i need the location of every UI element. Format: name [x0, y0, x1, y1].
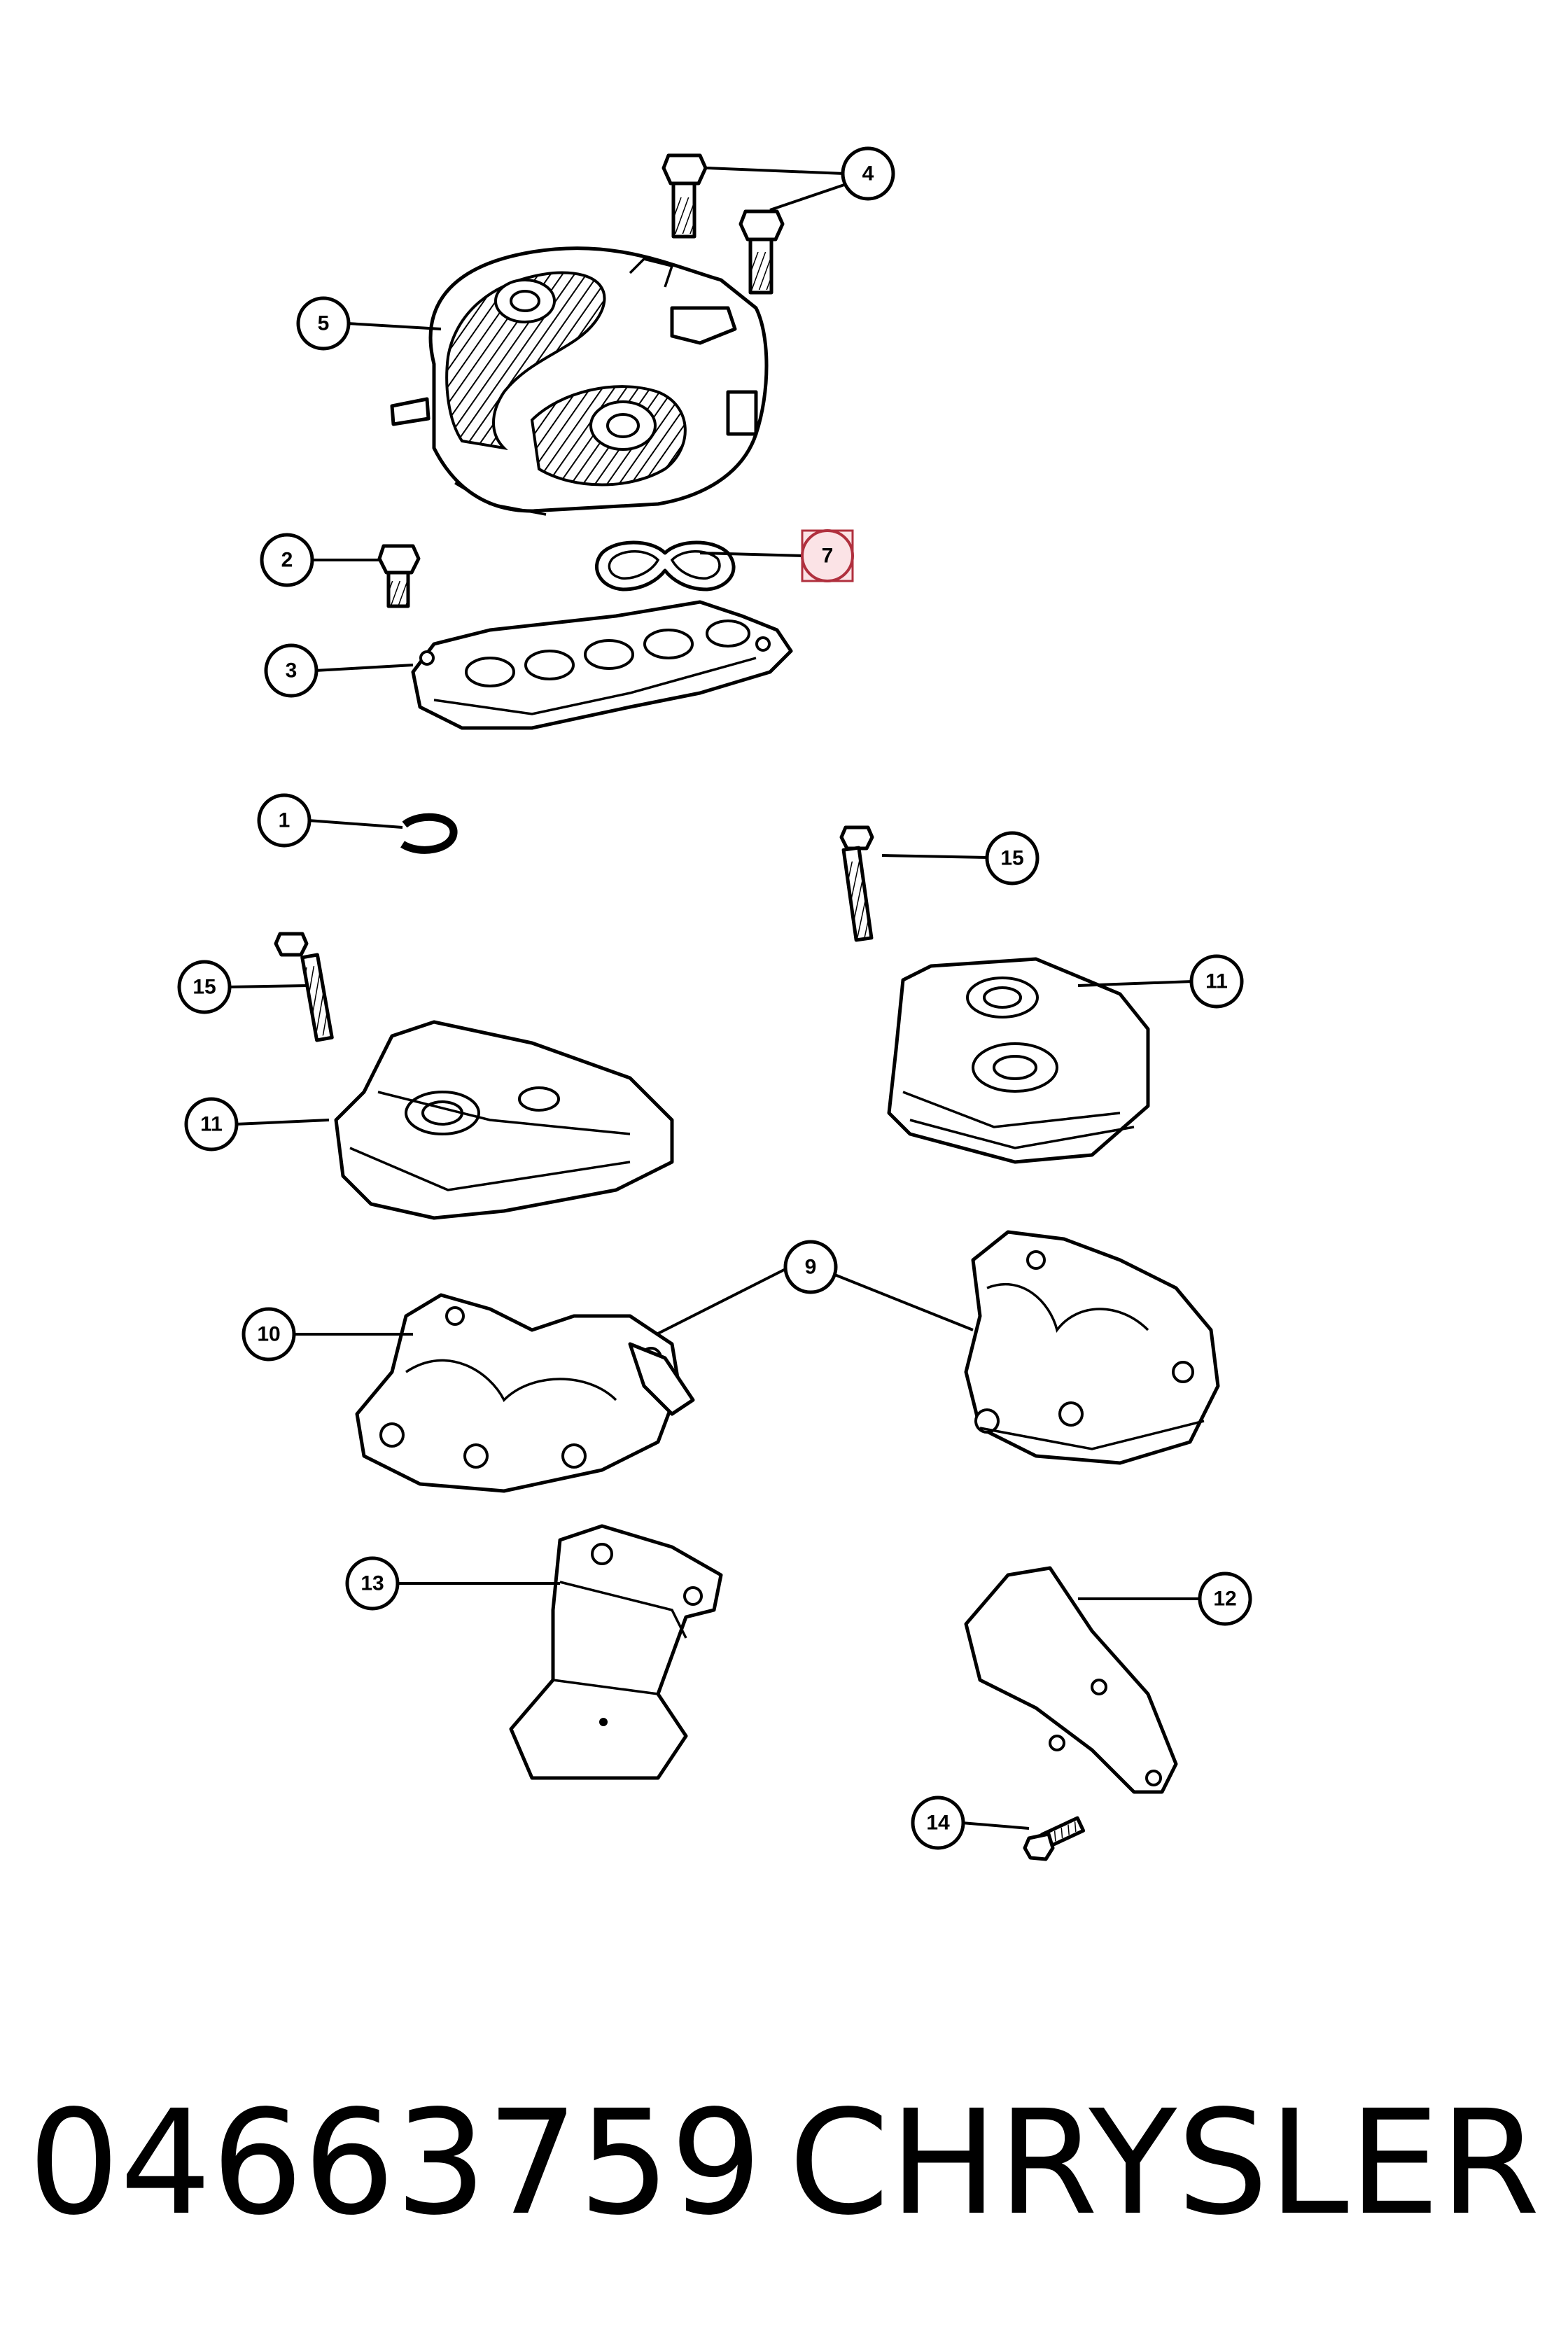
callout-13: 13	[345, 1556, 400, 1611]
bolt-part-4b	[738, 209, 785, 295]
bolt-part-4a	[662, 153, 708, 239]
callout-12: 12	[1198, 1572, 1252, 1626]
callout-circle	[801, 529, 854, 582]
callout-number: 10	[257, 1323, 280, 1346]
callout-3: 3	[264, 643, 318, 698]
callout-15: 15	[177, 960, 232, 1014]
callout-circle	[177, 960, 232, 1014]
ring-part-1	[400, 813, 458, 854]
bracket-part-13	[509, 1524, 723, 1780]
heat-shield-part-11-right	[887, 957, 1150, 1164]
callout-labels: 4 5 2 7 3 1 15 15 11 11 9 10 13 12 14	[177, 146, 1252, 1850]
exhaust-manifold-part-9	[964, 1230, 1220, 1465]
callout-circle	[985, 831, 1040, 886]
callout-number: 2	[281, 549, 293, 572]
part-number: 04663759	[28, 2079, 762, 2247]
callout-2: 2	[260, 533, 314, 587]
callout-number: 11	[200, 1113, 223, 1136]
callout-4: 4	[841, 146, 895, 201]
shield-part-12	[964, 1566, 1178, 1794]
exhaust-manifold-part-10	[355, 1293, 695, 1493]
callout-circle	[257, 793, 312, 848]
bolt-part-14	[1023, 1816, 1086, 1861]
callout-circle	[184, 1097, 239, 1152]
leader-lines	[227, 167, 1201, 1830]
callout-number: 9	[805, 1256, 817, 1279]
callout-circle	[1198, 1572, 1252, 1626]
callout-number: 7	[822, 545, 834, 568]
callout-11: 11	[184, 1097, 239, 1152]
callout-11: 11	[1189, 954, 1244, 1009]
callout-number: 14	[926, 1812, 950, 1835]
callout-number: 12	[1213, 1588, 1236, 1611]
callout-circle	[1189, 954, 1244, 1009]
callout-number: 15	[1000, 847, 1023, 870]
callout-circle	[841, 146, 895, 201]
bolt-part-2	[377, 544, 421, 608]
intake-manifold-part-3	[411, 600, 793, 730]
intake-plenum-part-5	[390, 246, 769, 516]
callout-10: 10	[241, 1307, 296, 1362]
callout-number: 11	[1205, 970, 1228, 993]
callout-14: 14	[911, 1795, 965, 1850]
callout-number: 1	[279, 809, 290, 832]
gasket-part-7	[595, 540, 736, 592]
callout-circle	[241, 1307, 296, 1362]
stud-part-15-left	[274, 932, 334, 1042]
callout-1: 1	[257, 793, 312, 848]
callout-circle	[260, 533, 314, 587]
callout-circle	[264, 643, 318, 698]
callout-9: 9	[783, 1240, 838, 1294]
callout-5: 5	[296, 296, 351, 351]
callout-15: 15	[985, 831, 1040, 886]
callout-7: 7	[801, 529, 854, 582]
callout-circle	[345, 1556, 400, 1611]
callout-circle	[783, 1240, 838, 1294]
callout-circle	[911, 1795, 965, 1850]
callout-number: 5	[318, 312, 330, 335]
stud-part-15-right	[839, 825, 874, 942]
footer-caption: 04663759 CHRYSLER	[28, 2072, 1540, 2254]
callout-number: 3	[286, 659, 298, 682]
brand-name: CHRYSLER	[788, 2079, 1540, 2247]
callout-circle	[296, 296, 351, 351]
callout-number: 15	[192, 976, 216, 999]
heat-shield-part-11-left	[334, 1020, 674, 1220]
callout-number: 13	[360, 1572, 384, 1595]
callout-number: 4	[862, 162, 874, 186]
